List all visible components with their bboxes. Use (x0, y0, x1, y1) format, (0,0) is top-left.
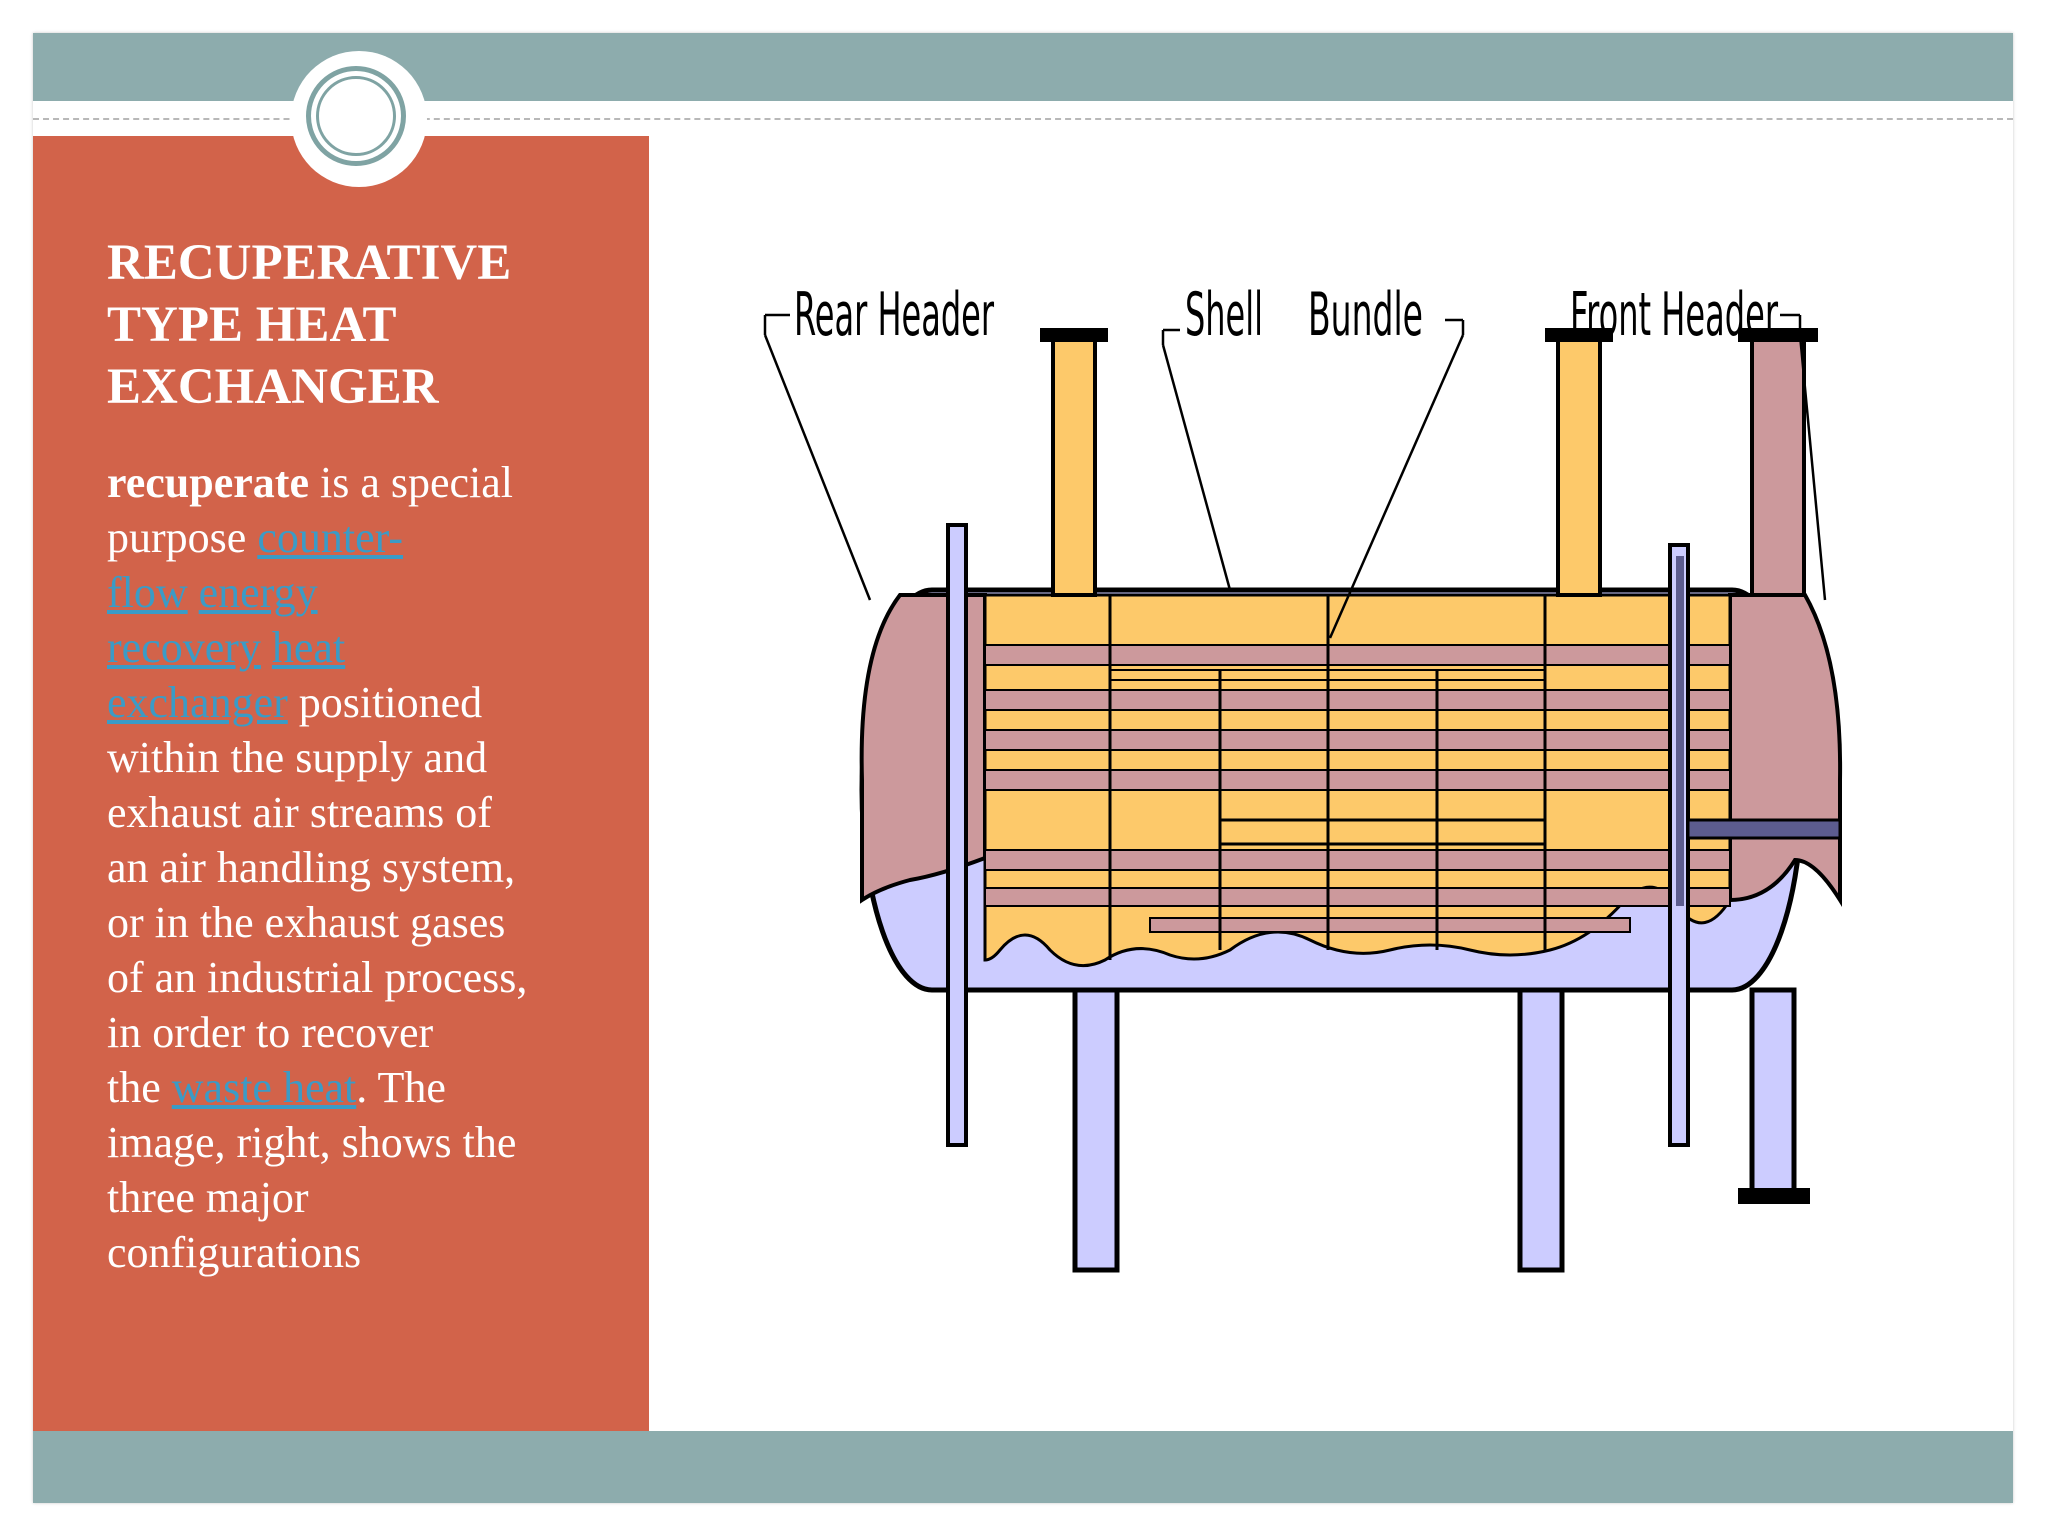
circle-badge-inner-icon (316, 76, 396, 156)
counter-flow-link-cont[interactable]: flow (107, 568, 188, 617)
front-header-nozzle (1750, 333, 1806, 597)
body-line-industrial: of an industrial process, (107, 953, 528, 1002)
shell-outlet-flange (1545, 328, 1613, 342)
bottom-nozzle-right (1517, 987, 1565, 1273)
tube-row (984, 849, 1731, 871)
heat-exchanger-link[interactable]: heat (271, 623, 346, 672)
body-line-exhaust: exhaust air streams of (107, 788, 492, 837)
body-line-configurations: configurations (107, 1228, 362, 1277)
tube-row (984, 729, 1731, 751)
footer-band (33, 1431, 2013, 1503)
body-text-3: positioned (287, 678, 483, 727)
body-line-three: three major (107, 1173, 309, 1222)
body-text-2: purpose (107, 513, 258, 562)
body-text-11: . The (356, 1063, 446, 1112)
tube-row (984, 644, 1731, 666)
term-recuperate: recuperate (107, 458, 309, 507)
label-front-header: Front Header (1570, 280, 1778, 350)
front-divider-plate (1676, 556, 1684, 906)
title-line-2: TYPE HEAT (107, 297, 397, 353)
label-rear-header: Rear Header (794, 280, 994, 350)
counter-flow-link[interactable]: counter- (257, 513, 404, 562)
body-text-1: is a special (308, 458, 514, 507)
body-line-supply: within the supply and (107, 733, 488, 782)
front-bottom-nozzle (1749, 987, 1797, 1198)
tube-row (984, 689, 1731, 711)
bottom-nozzle-left (1072, 987, 1120, 1273)
tube-row (984, 769, 1731, 791)
energy-recovery-link-cont[interactable]: recovery (107, 623, 261, 672)
slide-title: RECUPERATIVE TYPE HEAT EXCHANGER (107, 232, 627, 418)
description-paragraph: recuperate is a special purpose counter-… (107, 455, 627, 1280)
shell-inlet-flange (1040, 328, 1108, 342)
body-text-10: the (107, 1063, 172, 1112)
energy-recovery-link[interactable]: energy (198, 568, 318, 617)
body-line-gases: or in the exhaust gases (107, 898, 506, 947)
pass-partition (1686, 818, 1842, 840)
front-header-flange (1738, 328, 1818, 342)
baffles (1108, 595, 1547, 960)
label-bundle: Bundle (1308, 280, 1423, 350)
label-shell: Shell (1185, 280, 1263, 350)
body-line-image: image, right, shows the (107, 1118, 517, 1167)
waste-heat-link[interactable]: waste heat (171, 1063, 357, 1112)
tube-row (984, 887, 1731, 907)
shell-inlet-nozzle (1051, 333, 1097, 597)
heat-exchanger-link-cont[interactable]: exchanger (107, 678, 288, 727)
title-line-1: RECUPERATIVE (107, 235, 512, 291)
front-header-cap (1728, 593, 1843, 907)
leader-lines (763, 313, 1827, 639)
body-line-air-handling: an air handling system, (107, 843, 516, 892)
body-line-recover: in order to recover (107, 1008, 434, 1057)
dashed-divider (33, 118, 2013, 120)
text-panel (33, 136, 649, 1431)
shell-outlet-nozzle (1556, 333, 1602, 597)
rear-tube-sheet (946, 523, 968, 1147)
tube-row (1149, 917, 1631, 933)
title-line-3: EXCHANGER (107, 359, 439, 415)
heat-exchanger-diagram: Rear Header Shell Bundle Front Header (763, 280, 1843, 1273)
front-bottom-flange (1738, 1188, 1810, 1204)
